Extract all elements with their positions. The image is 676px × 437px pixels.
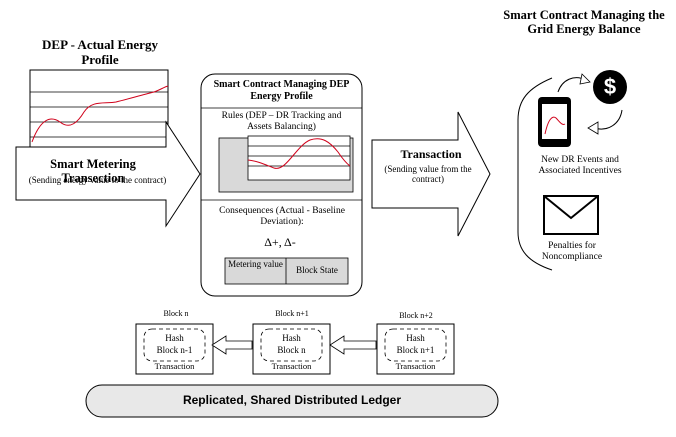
transaction-arrow [371, 111, 491, 237]
right-bracket [517, 77, 553, 271]
metering-block-table [224, 257, 349, 285]
right-title: Smart Contract Managing the Grid Energy … [503, 8, 665, 37]
smart-metering-arrow [15, 120, 201, 228]
cycle-arrows-icon [557, 73, 623, 135]
consequences-label: Consequences (Actual - Baseline Deviatio… [219, 206, 345, 227]
link-arrow-1 [211, 335, 253, 355]
metering-value-cell: Metering value [228, 259, 283, 269]
dollar-sign: $ [603, 74, 617, 99]
envelope-icon [543, 195, 599, 235]
link-arrow-2 [329, 335, 377, 355]
block-n1-hash: Hash [282, 333, 301, 343]
block-n1-footer: Transaction [271, 361, 312, 371]
transaction-sublabel: (Sending value from the contract) [384, 164, 472, 185]
block-n2-footer: Transaction [395, 361, 436, 371]
block-n1-ref: Block n [277, 345, 306, 355]
block-n [135, 323, 214, 375]
actual-energy-profile-chart [29, 69, 169, 161]
dr-events-label: New DR Events and Associated Incentives [538, 155, 622, 176]
block-n-footer: Transaction [154, 361, 195, 371]
rules-chart [218, 135, 354, 193]
left-title: DEP - Actual Energy Profile [42, 37, 158, 67]
block-n2-label: Block n+2 [399, 311, 433, 320]
smart-metering-label: Smart Metering Transection [50, 157, 136, 186]
smart-metering-sublabel: (Sending energy value to the contract) [28, 175, 167, 185]
block-n-label: Block n [163, 309, 189, 318]
block-n1-label: Block n+1 [275, 309, 309, 318]
penalties-label: Penalties for Noncompliance [541, 241, 603, 262]
block-n-hash: Hash [165, 333, 184, 343]
block-n2-ref: Block n+1 [396, 345, 435, 355]
block-n2-hash: Hash [406, 333, 425, 343]
block-n-ref: Block n-1 [156, 345, 193, 355]
phone-icon [538, 97, 571, 147]
actual-energy-curve [31, 85, 169, 143]
block-n-plus-2 [376, 323, 455, 375]
deltas-label: Δ+, Δ- [264, 235, 296, 249]
block-n-plus-1 [252, 323, 331, 375]
block-state-cell: Block State [296, 265, 338, 275]
rules-curve [247, 138, 351, 169]
ledger-shape [85, 384, 499, 418]
contract-title: Smart Contract Managing DEP Energy Profi… [213, 79, 350, 102]
dollar-coin-icon [593, 70, 627, 104]
rules-label: Rules (DEP – DR Tracking and Assets Bala… [221, 111, 342, 132]
ledger-label: Replicated, Shared Distributed Ledger [182, 393, 402, 407]
transaction-label: Transaction [400, 147, 462, 161]
